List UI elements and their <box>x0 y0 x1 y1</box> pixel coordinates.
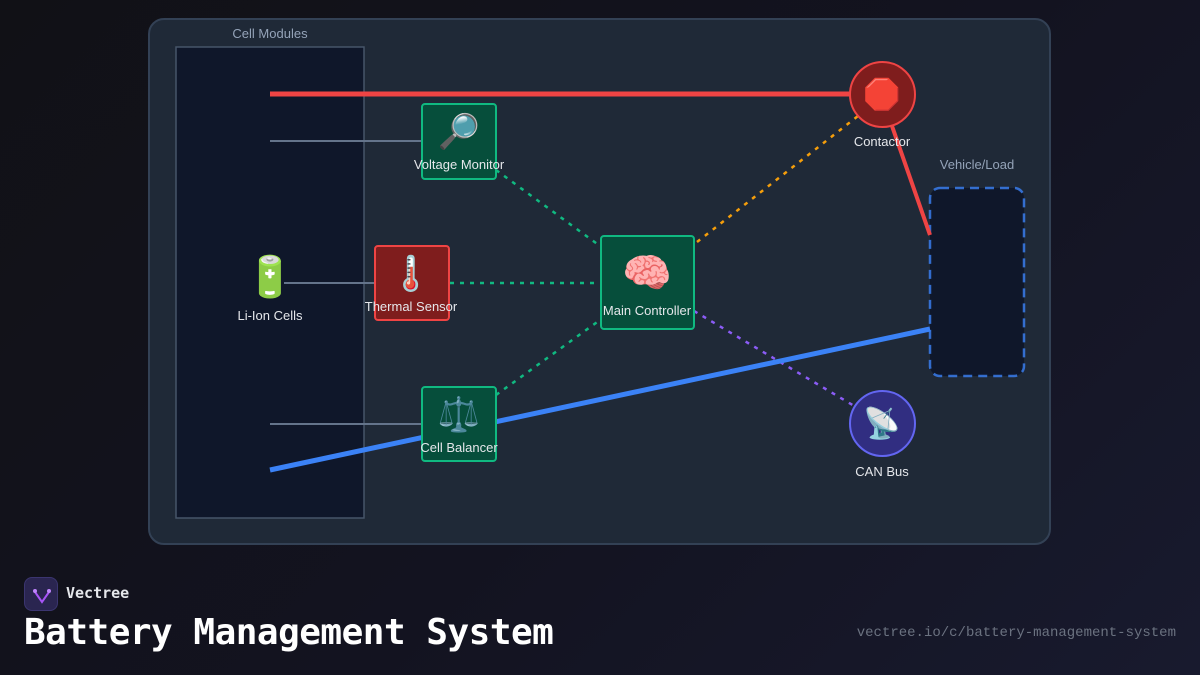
page-url[interactable]: vectree.io/c/battery-management-system <box>856 625 1176 641</box>
node-label: Thermal Sensor <box>364 299 458 314</box>
battery-icon: 🔋 <box>245 255 295 300</box>
node-label: Contactor <box>853 134 911 149</box>
node-label: Voltage Monitor <box>413 157 505 172</box>
brand-name: Vectree <box>66 584 130 602</box>
scales-icon: ⚖️ <box>437 396 481 434</box>
group-vehicle-load <box>928 186 1026 378</box>
page-title: Battery Management System <box>24 612 554 653</box>
edge-controller-contactor <box>696 115 859 243</box>
edge-balancer-controller <box>495 318 601 397</box>
logo-tree-icon <box>33 589 51 604</box>
group-label-vehicle-load: Vehicle/Load <box>939 157 1015 172</box>
node-label: Cell Balancer <box>420 440 498 455</box>
stop-sign-icon: 🛑 <box>863 78 901 112</box>
vectree-logo <box>24 577 58 611</box>
edge-contactor-load <box>890 125 932 236</box>
node-label: Li-Ion Cells <box>237 308 303 323</box>
node-label: Main Controller <box>602 303 692 318</box>
node-label: CAN Bus <box>855 464 909 479</box>
thermometer-icon: 🌡️ <box>389 255 433 293</box>
group-label-cell-modules: Cell Modules <box>232 26 308 41</box>
satellite-dish-icon: 📡 <box>863 407 901 441</box>
brain-icon: 🧠 <box>622 251 672 296</box>
magnifying-glass-icon: 🔎 <box>437 113 481 151</box>
edge-controller-canbus <box>693 309 857 409</box>
edge-cells-load-negative <box>269 326 931 473</box>
edge-voltage-controller <box>495 168 601 248</box>
